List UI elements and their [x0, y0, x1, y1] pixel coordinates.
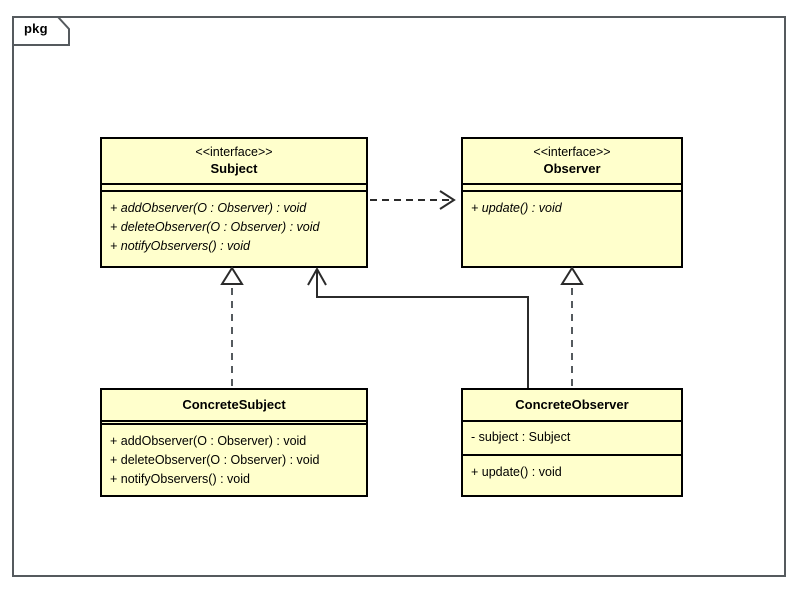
attributes-compartment-subject [102, 183, 366, 192]
methods-compartment-observer: + update() : void [463, 192, 681, 266]
package-tab [12, 16, 70, 46]
attributes-compartment-concrete-subject [102, 420, 366, 425]
class-header-concrete-observer: ConcreteObserver [463, 390, 681, 420]
methods-compartment-concrete-subject: + addObserver(O : Observer) : void + del… [102, 425, 366, 495]
class-header-subject: <<interface>> Subject [102, 139, 366, 183]
attributes-compartment-observer [463, 183, 681, 192]
stereotype-subject: <<interface>> [195, 145, 273, 159]
methods-compartment-concrete-observer: + update() : void [463, 454, 681, 495]
package-tab-shape [12, 16, 70, 46]
class-header-observer: <<interface>> Observer [463, 139, 681, 183]
method-item: + addObserver(O : Observer) : void [110, 434, 307, 448]
method-item: + deleteObserver(O : Observer) : void [110, 453, 320, 467]
package-label: pkg [24, 21, 48, 36]
class-name-concrete-observer: ConcreteObserver [515, 397, 629, 412]
method-item: + update() : void [471, 201, 562, 215]
method-item: + addObserver(O : Observer) : void [110, 201, 307, 215]
package-frame [12, 16, 786, 577]
class-name-concrete-subject: ConcreteSubject [182, 397, 286, 412]
class-name-subject: Subject [210, 161, 258, 176]
class-box-observer[interactable]: <<interface>> Observer + update() : void [461, 137, 683, 268]
class-box-concrete-observer[interactable]: ConcreteObserver - subject : Subject + u… [461, 388, 683, 497]
stereotype-observer: <<interface>> [533, 145, 611, 159]
method-item: + notifyObservers() : void [110, 239, 250, 253]
attributes-compartment-concrete-observer: - subject : Subject [463, 420, 681, 454]
class-header-concrete-subject: ConcreteSubject [102, 390, 366, 420]
methods-compartment-subject: + addObserver(O : Observer) : void + del… [102, 192, 366, 266]
class-box-concrete-subject[interactable]: ConcreteSubject + addObserver(O : Observ… [100, 388, 368, 497]
method-item: + deleteObserver(O : Observer) : void [110, 220, 320, 234]
attribute-item: - subject : Subject [471, 430, 571, 444]
class-name-observer: Observer [543, 161, 601, 176]
class-box-subject[interactable]: <<interface>> Subject + addObserver(O : … [100, 137, 368, 268]
method-item: + update() : void [471, 465, 562, 479]
method-item: + notifyObservers() : void [110, 472, 250, 486]
